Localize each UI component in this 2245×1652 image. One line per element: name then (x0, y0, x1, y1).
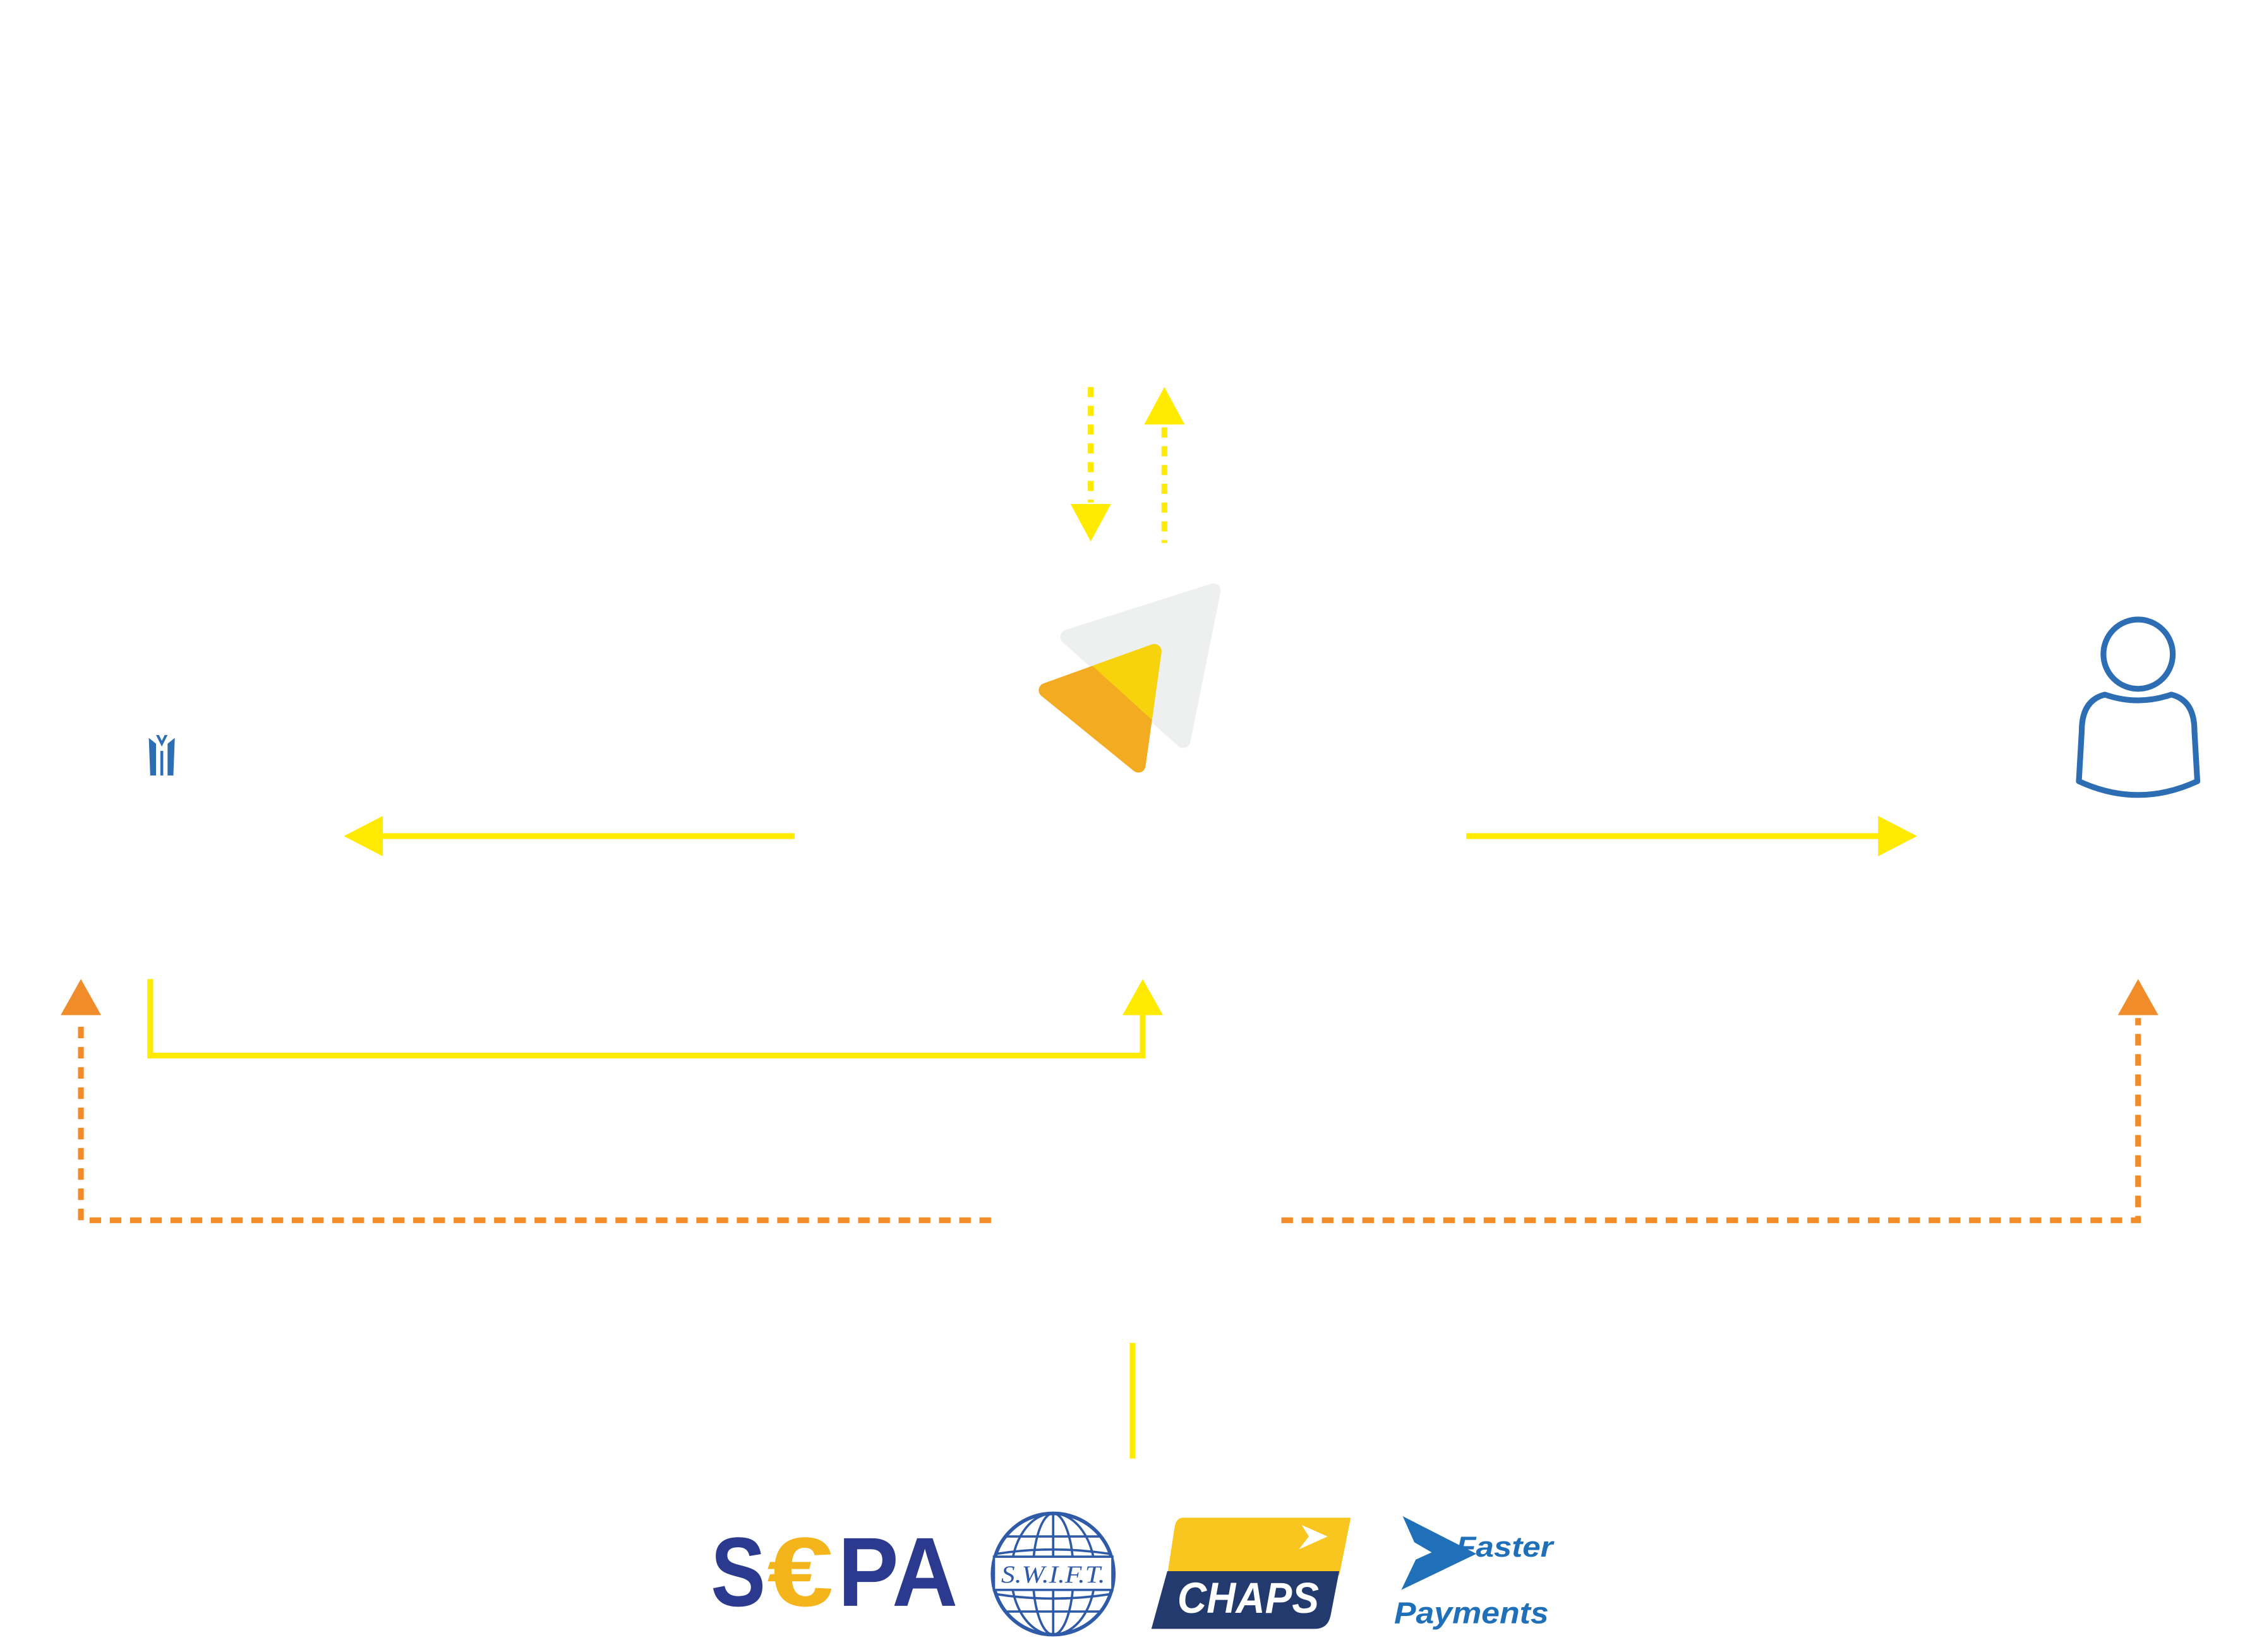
icon-top-part (155, 734, 168, 747)
arrowhead-left (344, 815, 383, 857)
sepa-logo: S € PA (711, 1517, 958, 1627)
arrowhead-up (1122, 979, 1164, 1015)
chaps-yellow-panel (1167, 1517, 1351, 1576)
chaps-chevron-icon (1299, 1524, 1328, 1550)
flow-arrow-to-left (344, 815, 795, 857)
connector-line (147, 979, 1146, 1059)
flow-arrow-to-right (1466, 815, 1917, 857)
user-icon (2076, 616, 2201, 798)
sepa-euro-sign: € (767, 1517, 833, 1627)
chaps-logo: CHAPS (1151, 1517, 1351, 1629)
small-blue-logo-icon (148, 734, 175, 775)
dashed-flow-to-left-entity (61, 979, 991, 1223)
user-icon-head (2100, 616, 2176, 692)
sepa-letter-s: S (711, 1517, 766, 1627)
swift-label: S.W.I.F.T. (1001, 1561, 1105, 1588)
faster-payments-arrow-icon (1401, 1516, 1477, 1590)
outgoing-dashed-arrow (1144, 386, 1185, 543)
arrowhead-up (61, 979, 102, 1015)
payments-label: Payments (1394, 1596, 1549, 1630)
dashed-line-right (1281, 1018, 2141, 1223)
flow-connector-left-to-center (147, 979, 1164, 1059)
user-icon-body (2076, 691, 2201, 798)
swift-globe-logo: S.W.I.F.T. (990, 1511, 1116, 1637)
chaps-navy-panel (1151, 1571, 1340, 1629)
swift-label-band (992, 1555, 1114, 1591)
faster-payments-logo: Faster Payments (1394, 1516, 1555, 1630)
sepa-letters-pa: PA (838, 1517, 958, 1627)
icon-right-part (167, 738, 175, 775)
chaps-label: CHAPS (1177, 1574, 1319, 1622)
arrowhead-up (2117, 979, 2158, 1015)
dashed-flow-to-right-entity (1281, 979, 2158, 1223)
arrowhead-right (1878, 815, 1917, 857)
incoming-dashed-arrow (1070, 386, 1111, 542)
arrowhead-up (1144, 386, 1185, 425)
faster-label: Faster (1456, 1531, 1555, 1563)
icon-center-bar (160, 751, 164, 775)
icon-left-part (148, 738, 156, 775)
dashed-line-left (78, 1018, 991, 1223)
arrowhead-down (1070, 504, 1111, 542)
triangle-brand-logo (1038, 583, 1221, 773)
